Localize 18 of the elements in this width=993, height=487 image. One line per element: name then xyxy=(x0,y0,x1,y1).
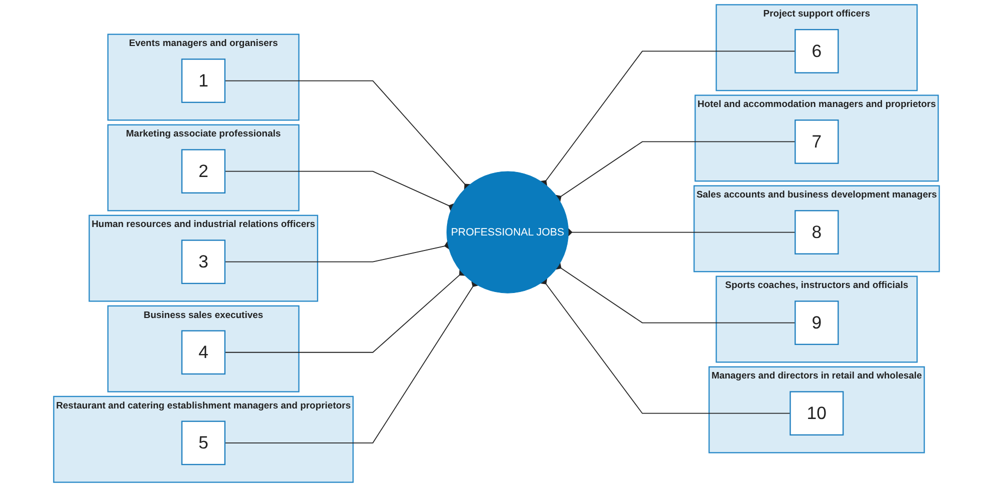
node-box: 4 xyxy=(181,330,226,375)
node-box: 10 xyxy=(790,391,844,436)
connector xyxy=(554,262,796,324)
node-box: 9 xyxy=(794,300,839,345)
node-box: 6 xyxy=(794,29,839,74)
node-box: 2 xyxy=(181,149,226,194)
node-circle: PROFESSIONAL JOBS xyxy=(446,171,569,294)
connector xyxy=(224,280,478,444)
connector xyxy=(224,80,470,190)
node-box: 7 xyxy=(794,120,839,164)
connector xyxy=(540,50,796,187)
node-box: 5 xyxy=(181,420,226,466)
connector xyxy=(554,141,796,202)
connector xyxy=(540,278,791,414)
connector xyxy=(224,270,466,353)
node-box: 3 xyxy=(181,240,226,284)
node-box: 8 xyxy=(794,210,839,254)
node-box: 1 xyxy=(181,58,226,103)
